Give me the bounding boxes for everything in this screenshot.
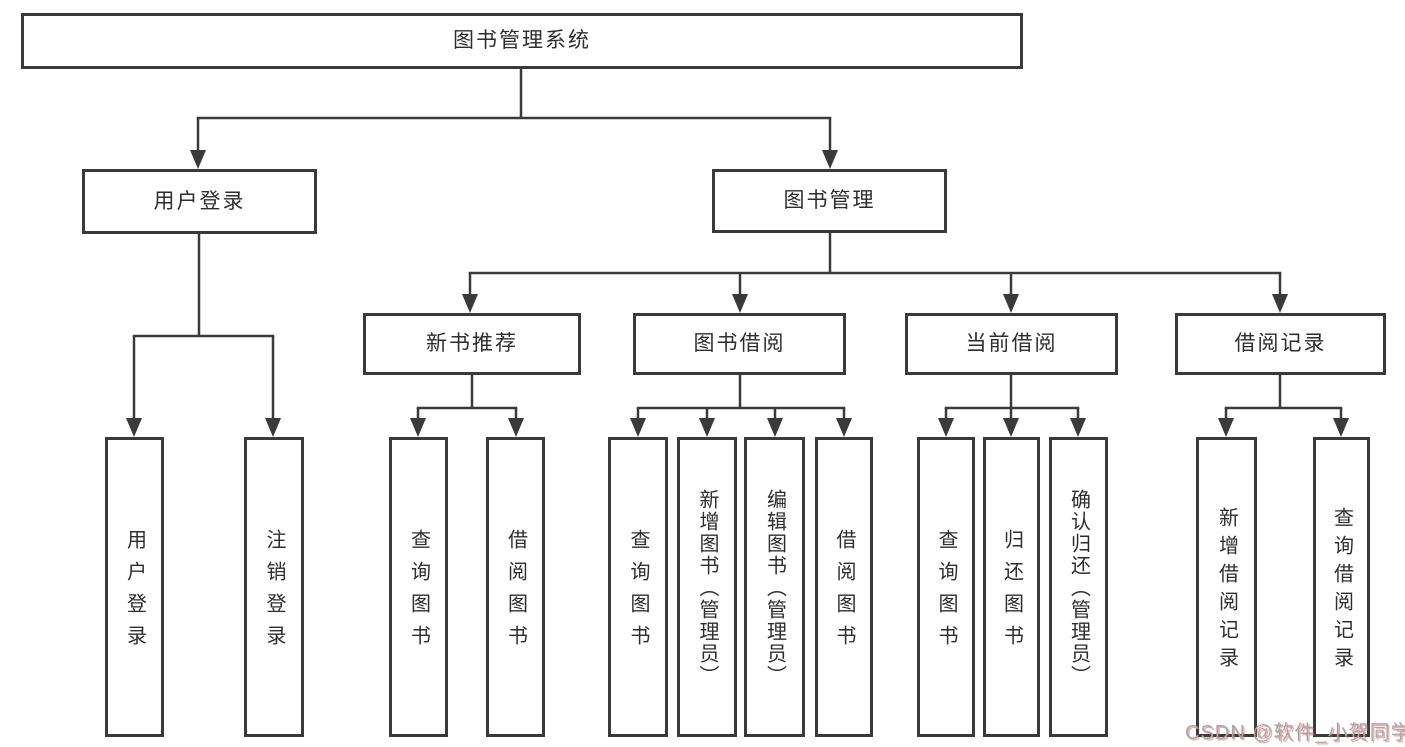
node-borrow-books-1: 借阅图书 [486, 437, 545, 737]
connector-borrow-records-to-children [1218, 375, 1349, 437]
node-book-borrowing: 图书借阅 [633, 313, 846, 375]
node-user-login-group: 用户登录 [82, 169, 317, 234]
connector-new-book-to-children [410, 375, 524, 437]
node-confirm-return-admin: 确认归还（管理员） [1049, 437, 1108, 737]
node-edit-books-admin: 编辑图书（管理员） [744, 437, 805, 737]
connector-user-login-to-children [126, 233, 281, 437]
node-current-borrowing: 当前借阅 [905, 313, 1118, 375]
csdn-watermark: CSDN @软件_小贺同学 [1185, 722, 1405, 744]
connector-root-to-level2 [190, 69, 838, 169]
node-logout: 注销登录 [244, 437, 304, 737]
node-add-books-admin: 新增图书（管理员） [677, 437, 737, 737]
node-new-book-recommendation: 新书推荐 [363, 313, 581, 375]
connector-book-borrow-to-children [630, 375, 852, 437]
node-query-books-1: 查询图书 [389, 437, 448, 737]
node-library-management-system: 图书管理系统 [21, 13, 1023, 69]
node-query-borrow-record: 查询借阅记录 [1313, 437, 1370, 737]
node-query-books-3: 查询图书 [917, 437, 975, 737]
node-borrowing-records: 借阅记录 [1175, 313, 1386, 375]
connector-current-borrow-to-children [938, 375, 1086, 437]
connector-book-management-to-children [462, 233, 1288, 313]
node-borrow-books-2: 借阅图书 [815, 437, 873, 737]
node-user-login-leaf: 用户登录 [105, 437, 164, 737]
node-add-borrow-record: 新增借阅记录 [1196, 437, 1257, 737]
node-book-management: 图书管理 [712, 169, 947, 233]
node-query-books-2: 查询图书 [608, 437, 668, 737]
node-return-books: 归还图书 [983, 437, 1040, 737]
